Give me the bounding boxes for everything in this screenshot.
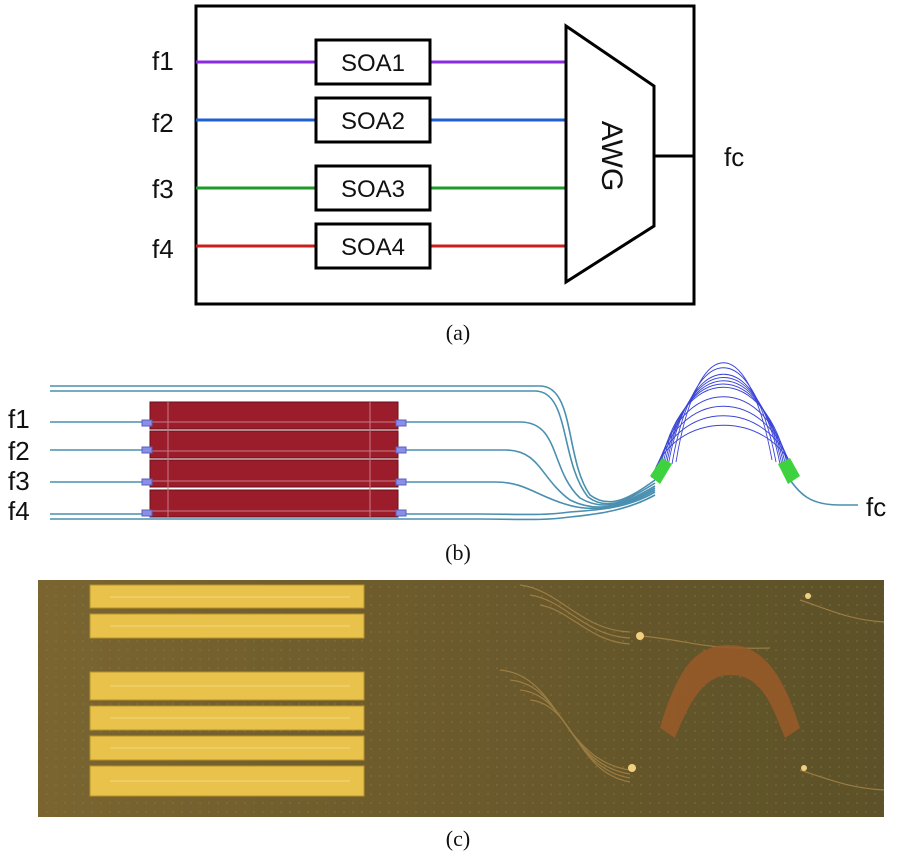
soa-chip-2 xyxy=(149,430,399,459)
caption-b: (b) xyxy=(445,540,471,565)
soa-label-3: SOA3 xyxy=(341,176,405,203)
input-label-f2: f2 xyxy=(152,108,174,138)
input-label-f3: f3 xyxy=(152,174,174,204)
b-input-label-f4: f4 xyxy=(8,496,30,526)
output-label-fc: fc xyxy=(724,142,744,172)
b-input-label-f3: f3 xyxy=(8,466,30,496)
awg-taper-right xyxy=(778,458,800,484)
soa-box-2 xyxy=(314,96,432,144)
soa-label-2: SOA2 xyxy=(341,108,405,135)
panel-b-layout: f1 f2 f3 f4 fc (b) xyxy=(8,362,886,565)
caption-a: (a) xyxy=(446,320,470,345)
input-label-f1: f1 xyxy=(152,46,174,76)
awg-arms xyxy=(651,362,797,479)
panel-a-schematic: SOA1 SOA2 SOA3 SOA4 f1 f2 f3 f4 AWG fc (… xyxy=(152,4,744,345)
b-input-label-f1: f1 xyxy=(8,404,30,434)
soa-label-1: SOA1 xyxy=(341,50,405,77)
b-input-label-f2: f2 xyxy=(8,436,30,466)
soa-box-3 xyxy=(314,164,432,212)
soa-box-1 xyxy=(314,38,432,86)
waveguide-bundle xyxy=(50,385,858,521)
soa-label-4: SOA4 xyxy=(341,234,405,261)
caption-c: (c) xyxy=(446,826,470,851)
panel-c-micrograph: (c) xyxy=(38,580,885,851)
b-output-label-fc: fc xyxy=(866,492,886,522)
soa-box-4 xyxy=(314,222,432,270)
soa-chip-4 xyxy=(149,489,399,518)
micrograph-awg xyxy=(660,645,800,738)
soa-array xyxy=(141,401,407,518)
awg-taper-left xyxy=(650,458,672,484)
awg-block xyxy=(564,23,656,285)
awg-label: AWG xyxy=(595,121,628,192)
micrograph-waveguides xyxy=(499,584,885,791)
soa-chip-3 xyxy=(149,459,399,488)
input-label-f4: f4 xyxy=(152,234,174,264)
soa-chip-1 xyxy=(149,401,399,430)
